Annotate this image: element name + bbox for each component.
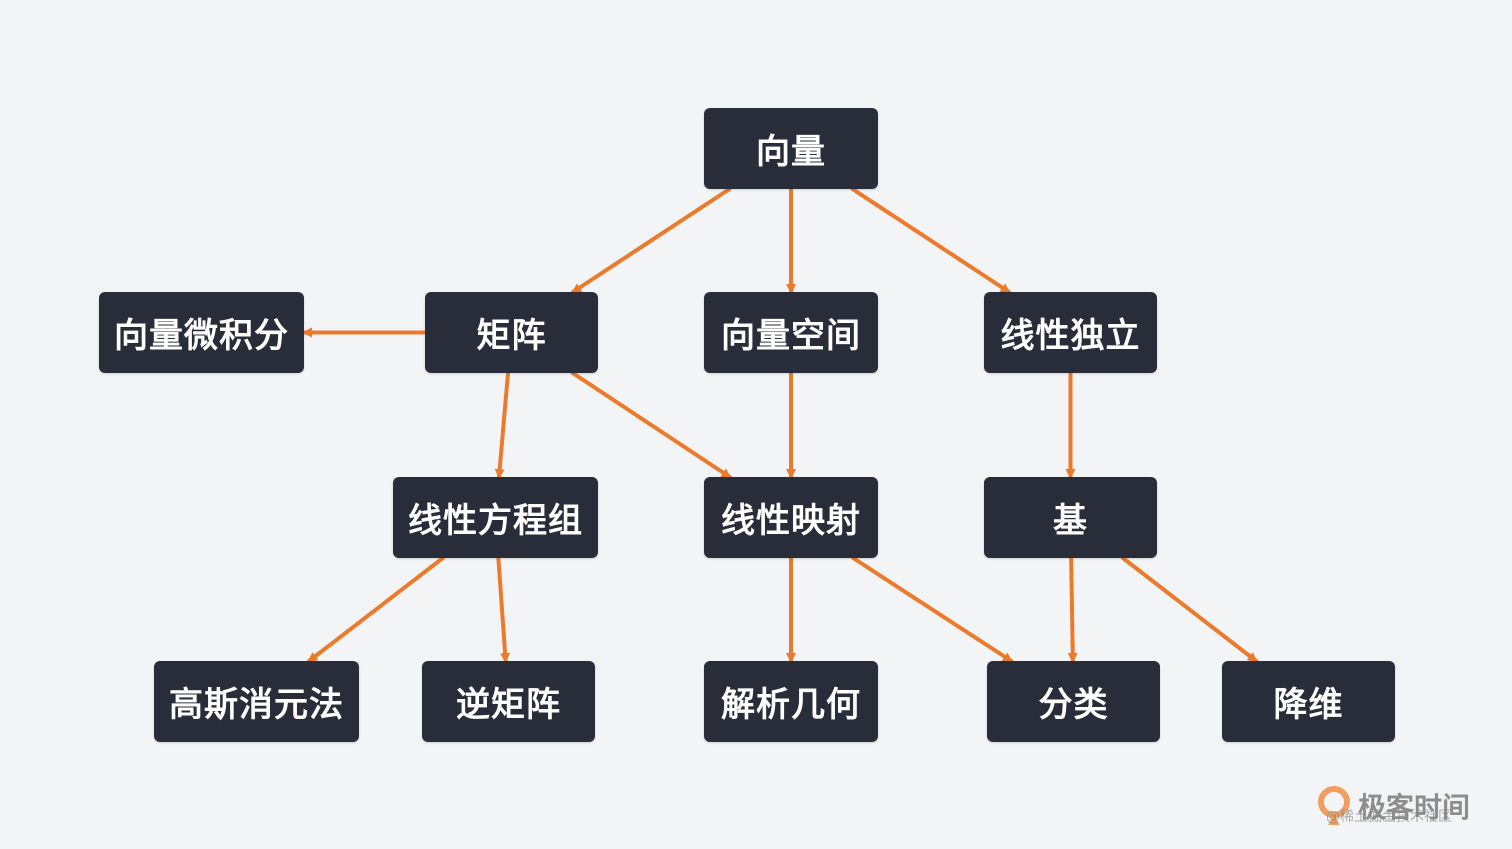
node-vector-space: 向量空间 [704, 292, 878, 373]
watermark-brand: 极客时间 [1358, 791, 1471, 824]
edge-linear_equations-to-inverse_matrix [496, 556, 511, 663]
node-classification: 分类 [987, 661, 1160, 742]
watermark: 极客时间 @稀土掘金技术社区 [1316, 784, 1496, 828]
edge-matrix-to-linear_equations [494, 371, 510, 479]
node-vector: 向量 [704, 108, 878, 189]
node-gaussian-elimination: 高斯消元法 [154, 661, 359, 742]
edge-basis-to-classification [1067, 556, 1078, 663]
node-linear-mapping: 线性映射 [704, 477, 878, 558]
geektime-logo-icon [1318, 786, 1350, 825]
node-linear-independence: 线性独立 [984, 292, 1157, 373]
edge-matrix-to-linear_mapping [570, 371, 732, 479]
edge-vector-to-matrix [571, 187, 732, 294]
watermark-source: @稀土掘金技术社区 [1326, 809, 1452, 825]
edge-linear_equations-to-gaussian_elimination [307, 556, 445, 663]
edge-basis-to-dimensionality_reduction [1120, 556, 1259, 663]
node-linear-equations: 线性方程组 [393, 477, 598, 558]
node-vector-calculus: 向量微积分 [99, 292, 304, 373]
node-basis: 基 [984, 477, 1157, 558]
node-dimensionality-reduction: 降维 [1222, 661, 1395, 742]
edge-linear_mapping-to-classification [851, 556, 1014, 663]
edge-vector-to-linear_independence [850, 187, 1011, 294]
node-analytic-geometry: 解析几何 [704, 661, 878, 742]
node-inverse-matrix: 逆矩阵 [422, 661, 595, 742]
node-matrix: 矩阵 [425, 292, 598, 373]
